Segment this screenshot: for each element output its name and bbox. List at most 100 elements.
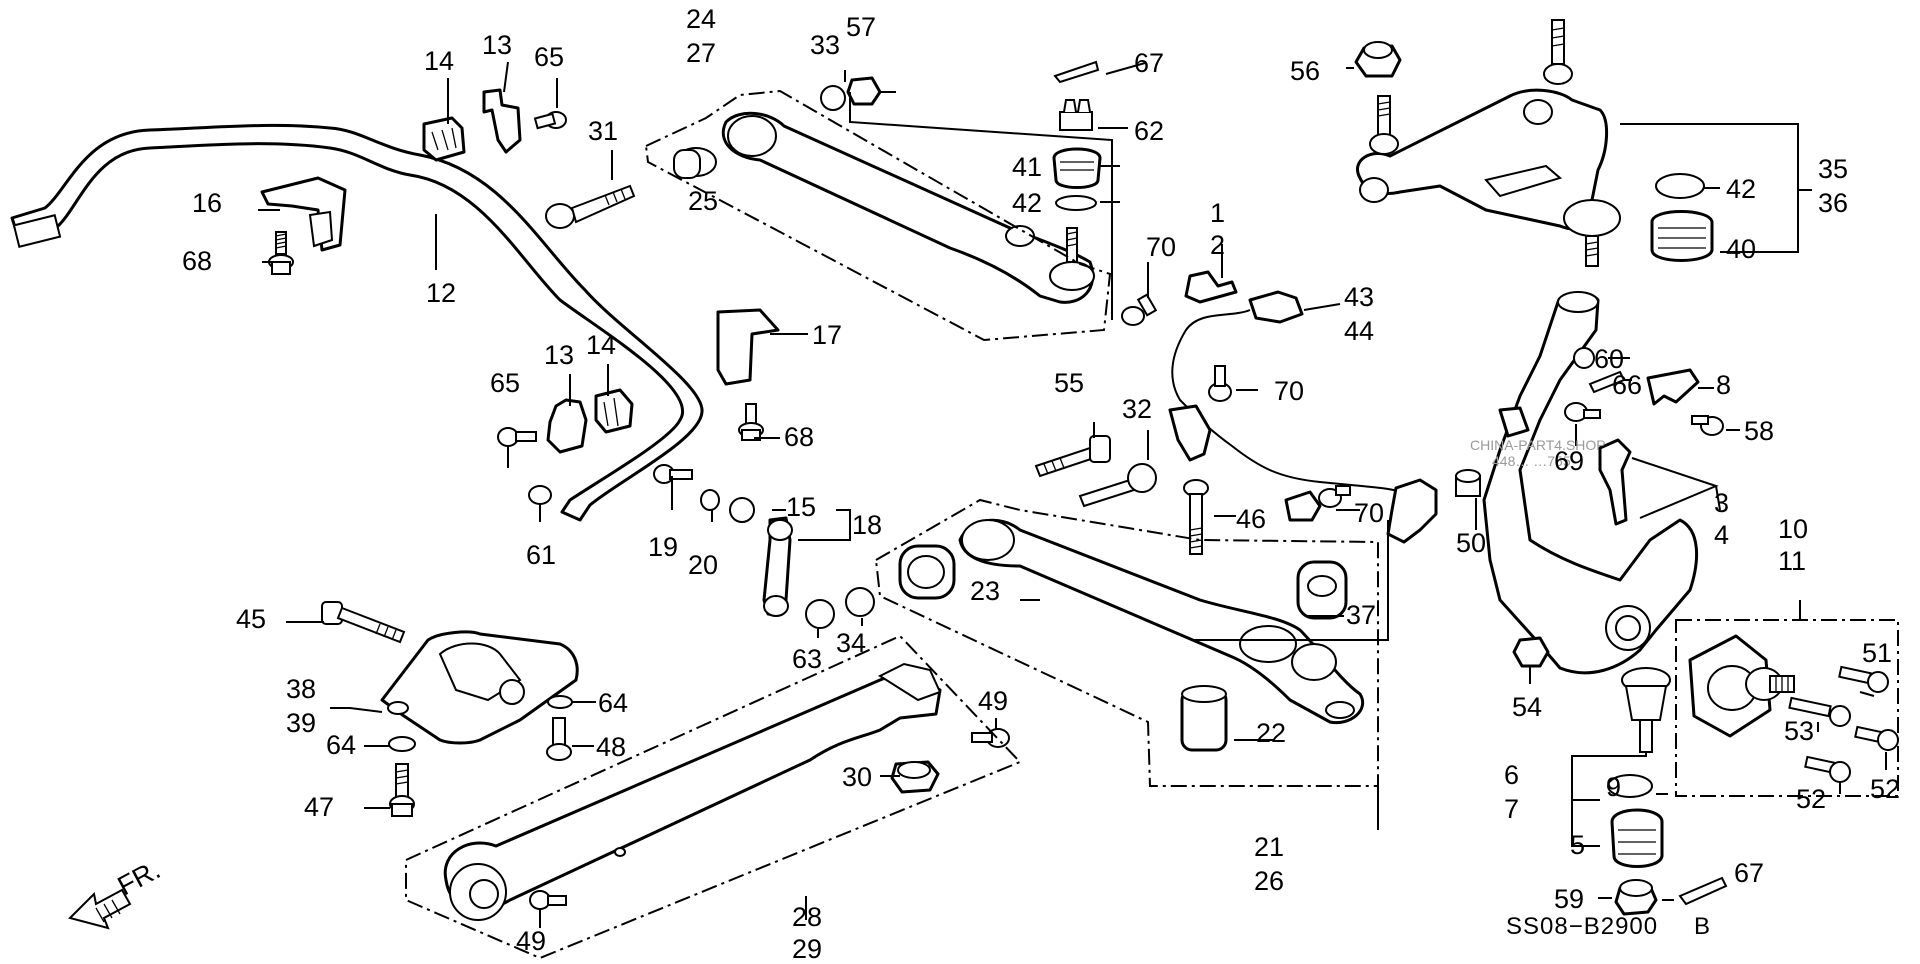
cap-42 xyxy=(1655,173,1705,199)
callout-69: 69 xyxy=(1554,446,1584,476)
callout-22: 22 xyxy=(1256,718,1286,748)
callout-68-left: 68 xyxy=(182,246,212,276)
callout-45: 45 xyxy=(236,604,266,634)
washer-33 xyxy=(820,85,846,111)
callout-42-left: 42 xyxy=(1012,188,1042,218)
knuckle-hub-bore-inner xyxy=(1615,615,1641,641)
callout-38: 38 xyxy=(286,674,316,704)
arm-mount-hole xyxy=(614,847,626,857)
callout-6: 6 xyxy=(1504,760,1519,790)
callout-23: 23 xyxy=(970,576,1000,606)
arm-ball-joint xyxy=(1049,227,1095,291)
washer-34 xyxy=(845,587,875,617)
callout-10: 10 xyxy=(1778,514,1808,544)
leader-lines xyxy=(258,61,1887,928)
bolt-31 xyxy=(545,184,636,229)
knuckle-bracket xyxy=(1598,438,1632,526)
callout-46: 46 xyxy=(1236,504,1266,534)
callout-13-top: 13 xyxy=(482,30,512,60)
stabilizer-bracket-right xyxy=(716,308,780,386)
knuckle-top-eye xyxy=(1557,291,1599,313)
callout-16: 16 xyxy=(192,188,222,218)
callout-37: 37 xyxy=(1346,600,1376,630)
bolt-49-bottom xyxy=(529,890,567,910)
callout-58: 58 xyxy=(1744,416,1774,446)
callout-9: 9 xyxy=(1606,772,1621,802)
callout-7: 7 xyxy=(1504,794,1519,824)
nut-56 xyxy=(1354,41,1402,78)
clip-ring-42 xyxy=(1055,195,1097,211)
callout-12: 12 xyxy=(426,278,456,308)
bracket-hole-left xyxy=(387,701,409,715)
bolt-70-middle xyxy=(1208,365,1232,402)
castle-nut-62 xyxy=(1059,99,1093,131)
lower-arm-eye xyxy=(961,519,1015,561)
bushing-25 xyxy=(673,147,717,179)
subframe-bracket xyxy=(380,630,579,745)
diagram-code-suffix: B xyxy=(1694,913,1711,940)
callout-54: 54 xyxy=(1512,692,1542,722)
callout-70-lower: 70 xyxy=(1354,498,1384,528)
bushing-15 xyxy=(729,497,755,523)
callout-28: 28 xyxy=(792,902,822,932)
callout-65-lower: 65 xyxy=(490,368,520,398)
callout-17: 17 xyxy=(812,320,842,350)
callout-15: 15 xyxy=(786,492,816,522)
callout-70-top: 70 xyxy=(1146,232,1176,262)
callout-8: 8 xyxy=(1716,370,1731,400)
washer-64-left xyxy=(388,736,416,752)
bolt-48 xyxy=(546,717,572,761)
lower-ball-joint-stud xyxy=(1621,667,1671,753)
hub-bracket-frame xyxy=(1675,619,1899,797)
callout-36: 36 xyxy=(1818,188,1848,218)
link-eye-lower xyxy=(763,595,789,617)
hub-bolt-52-left xyxy=(1804,755,1851,783)
callout-48: 48 xyxy=(596,732,626,762)
stabilizer-holder-lower xyxy=(546,398,588,454)
callout-64-right: 64 xyxy=(598,688,628,718)
callout-34: 34 xyxy=(836,628,866,658)
bolt-49-top xyxy=(971,728,1010,748)
knuckle-arm-mount xyxy=(1498,406,1530,438)
callout-39: 39 xyxy=(286,708,316,738)
callout-51: 51 xyxy=(1862,638,1892,668)
upper-arm-stud-right xyxy=(1543,19,1573,85)
hub-bolt-52-right xyxy=(1854,725,1899,751)
bolt-55 xyxy=(1034,435,1111,478)
trailing-arm-lower-end xyxy=(877,662,942,702)
upper-arm-eye-left xyxy=(1359,177,1389,203)
callout-14-top: 14 xyxy=(424,46,454,76)
stabilizer-bar xyxy=(10,123,704,522)
nut-60 xyxy=(1573,347,1595,369)
callout-50: 50 xyxy=(1456,528,1486,558)
callout-42-right: 42 xyxy=(1726,174,1756,204)
hub-bolt-51 xyxy=(1838,665,1889,693)
lower-arm-bushing-core xyxy=(469,879,499,909)
bracket-stud xyxy=(499,679,525,705)
rear-knuckle xyxy=(1482,291,1699,675)
frame-upper-trailing-arm xyxy=(644,89,1112,342)
callout-57: 57 xyxy=(846,12,876,42)
stabilizer-bushing-lower xyxy=(594,388,634,434)
callout-26: 26 xyxy=(1254,866,1284,896)
upper-arm-eye-right xyxy=(1523,99,1553,125)
hub-bearing-unit xyxy=(1688,634,1795,738)
bolt-45 xyxy=(321,601,406,644)
clip-8 xyxy=(1646,368,1700,406)
callout-68-right: 68 xyxy=(784,422,814,452)
callout-25: 25 xyxy=(688,186,718,216)
sensor-connector xyxy=(1248,290,1304,324)
nut-54 xyxy=(1512,636,1550,668)
lower-arm xyxy=(958,518,1365,725)
cotter-pin-67-lower xyxy=(1678,876,1728,906)
bushing-63 xyxy=(805,599,835,629)
nut-50 xyxy=(1455,469,1481,497)
flange-bolt-65-top xyxy=(533,111,567,130)
arm-hole xyxy=(1005,225,1035,247)
bolt-70-upper xyxy=(1121,293,1158,326)
callout-33: 33 xyxy=(810,30,840,60)
callout-35: 35 xyxy=(1818,154,1848,184)
upper-arm-ball-joint xyxy=(1563,199,1621,267)
callout-43: 43 xyxy=(1344,282,1374,312)
